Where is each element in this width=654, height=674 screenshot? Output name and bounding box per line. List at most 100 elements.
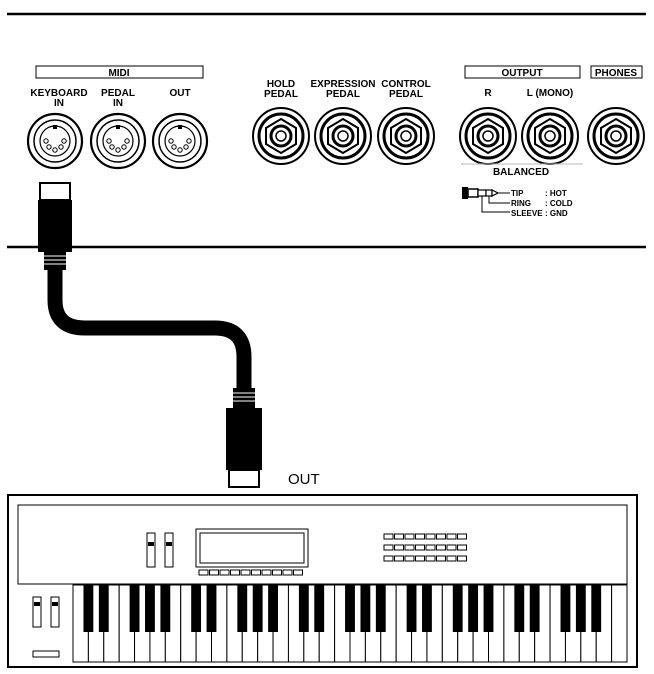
black-key: [452, 585, 463, 632]
grid-button: [383, 533, 394, 540]
output-group-label: OUTPUT: [501, 68, 542, 79]
black-key: [83, 585, 94, 632]
keyboard-sliders-upper: [146, 532, 174, 568]
midi-keyboard-in-jack: [26, 112, 84, 170]
keyboard-sliders-lower: [32, 596, 60, 658]
display-button: [272, 569, 282, 576]
black-key: [406, 585, 417, 632]
black-key: [468, 585, 479, 632]
black-key: [591, 585, 602, 632]
legend-sleeve: SLEEVE: [511, 209, 543, 218]
midi-group-box: [35, 65, 204, 79]
black-key: [560, 585, 571, 632]
grid-button: [446, 544, 457, 551]
black-key: [252, 585, 263, 632]
jack-label-pedal-in-2: IN: [113, 98, 123, 109]
display-button: [293, 569, 303, 576]
midi-cable: [38, 182, 262, 488]
black-key: [345, 585, 355, 632]
phones-box: [590, 65, 643, 79]
phones-label: PHONES: [595, 68, 638, 79]
black-key: [375, 585, 386, 632]
cable-plug-top-body: [38, 200, 72, 252]
trs-plug-icon: [462, 187, 510, 213]
jack-label-keyboard-in-2: IN: [54, 98, 64, 109]
grid-button: [436, 555, 446, 562]
black-key: [422, 585, 432, 632]
cable-plug-top-tip: [39, 182, 71, 201]
grid-button: [436, 544, 446, 551]
grid-button: [404, 555, 415, 562]
black-key: [129, 585, 140, 632]
grid-button: [415, 533, 425, 540]
keyboard-button-grid: [383, 533, 467, 562]
grid-button: [404, 544, 415, 551]
black-key: [298, 585, 309, 632]
black-key: [145, 585, 155, 632]
jack-label-expression-1: EXPRESSION: [310, 79, 375, 90]
legend-ring-value: : COLD: [545, 199, 573, 208]
grid-button: [425, 533, 436, 540]
expression-pedal-jack: [314, 107, 372, 165]
display-button: [219, 569, 230, 576]
jack-label-control-2: PEDAL: [389, 89, 423, 100]
phones-jack: [587, 107, 645, 165]
jack-label-output-r: R: [484, 88, 492, 99]
grid-button: [415, 544, 425, 551]
jack-label-hold-2: PEDAL: [264, 89, 298, 100]
black-key: [483, 585, 494, 632]
display-button: [261, 569, 272, 576]
jack-label-keyboard-in-1: KEYBOARD: [30, 88, 87, 99]
display-button: [230, 569, 240, 576]
keyboard-keys: [72, 584, 628, 663]
black-key: [206, 585, 217, 632]
hold-pedal-jack: [252, 107, 310, 165]
output-l-mono-jack: [521, 107, 579, 165]
balanced-bracket: [461, 163, 583, 165]
black-key: [191, 585, 202, 632]
display-button: [209, 569, 219, 576]
output-r-jack: [459, 107, 517, 165]
control-pedal-jack: [377, 107, 435, 165]
grid-button: [457, 533, 467, 540]
legend-ring: RING: [511, 199, 531, 208]
display-buttons: [198, 569, 303, 576]
legend-tip-value: : HOT: [545, 189, 567, 198]
grid-button: [383, 544, 394, 551]
grid-button: [394, 544, 404, 551]
grid-button: [404, 533, 415, 540]
jack-label-expression-2: PEDAL: [326, 89, 360, 100]
grid-button: [446, 555, 457, 562]
jack-label-output-l: L (MONO): [527, 88, 573, 99]
grid-button: [415, 555, 425, 562]
black-key: [314, 585, 325, 632]
cable-plug-bottom-body: [226, 408, 262, 470]
grid-button: [383, 555, 394, 562]
black-key: [160, 585, 171, 632]
grid-button: [457, 555, 467, 562]
balanced-label: BALANCED: [493, 167, 549, 178]
display-button: [251, 569, 261, 576]
jack-label-midi-out: OUT: [169, 88, 190, 99]
grid-button: [425, 544, 436, 551]
grid-button: [457, 544, 467, 551]
display-button: [282, 569, 293, 576]
jack-label-pedal-in-1: PEDAL: [101, 88, 135, 99]
cable-out-label: OUT: [288, 471, 320, 488]
jack-label-control-1: CONTROL: [381, 79, 430, 90]
black-key: [360, 585, 371, 632]
output-group-box: [464, 65, 581, 79]
grid-button: [394, 555, 404, 562]
jack-label-hold-1: HOLD: [267, 79, 295, 90]
legend-sleeve-value: : GND: [545, 209, 568, 218]
grid-button: [425, 555, 436, 562]
black-key: [514, 585, 525, 632]
black-key: [575, 585, 586, 632]
grid-button: [446, 533, 457, 540]
legend-tip: TIP: [511, 189, 524, 198]
keyboard-instrument: [7, 494, 638, 668]
display-button: [240, 569, 251, 576]
midi-group-label: MIDI: [108, 68, 129, 79]
black-key: [268, 585, 278, 632]
